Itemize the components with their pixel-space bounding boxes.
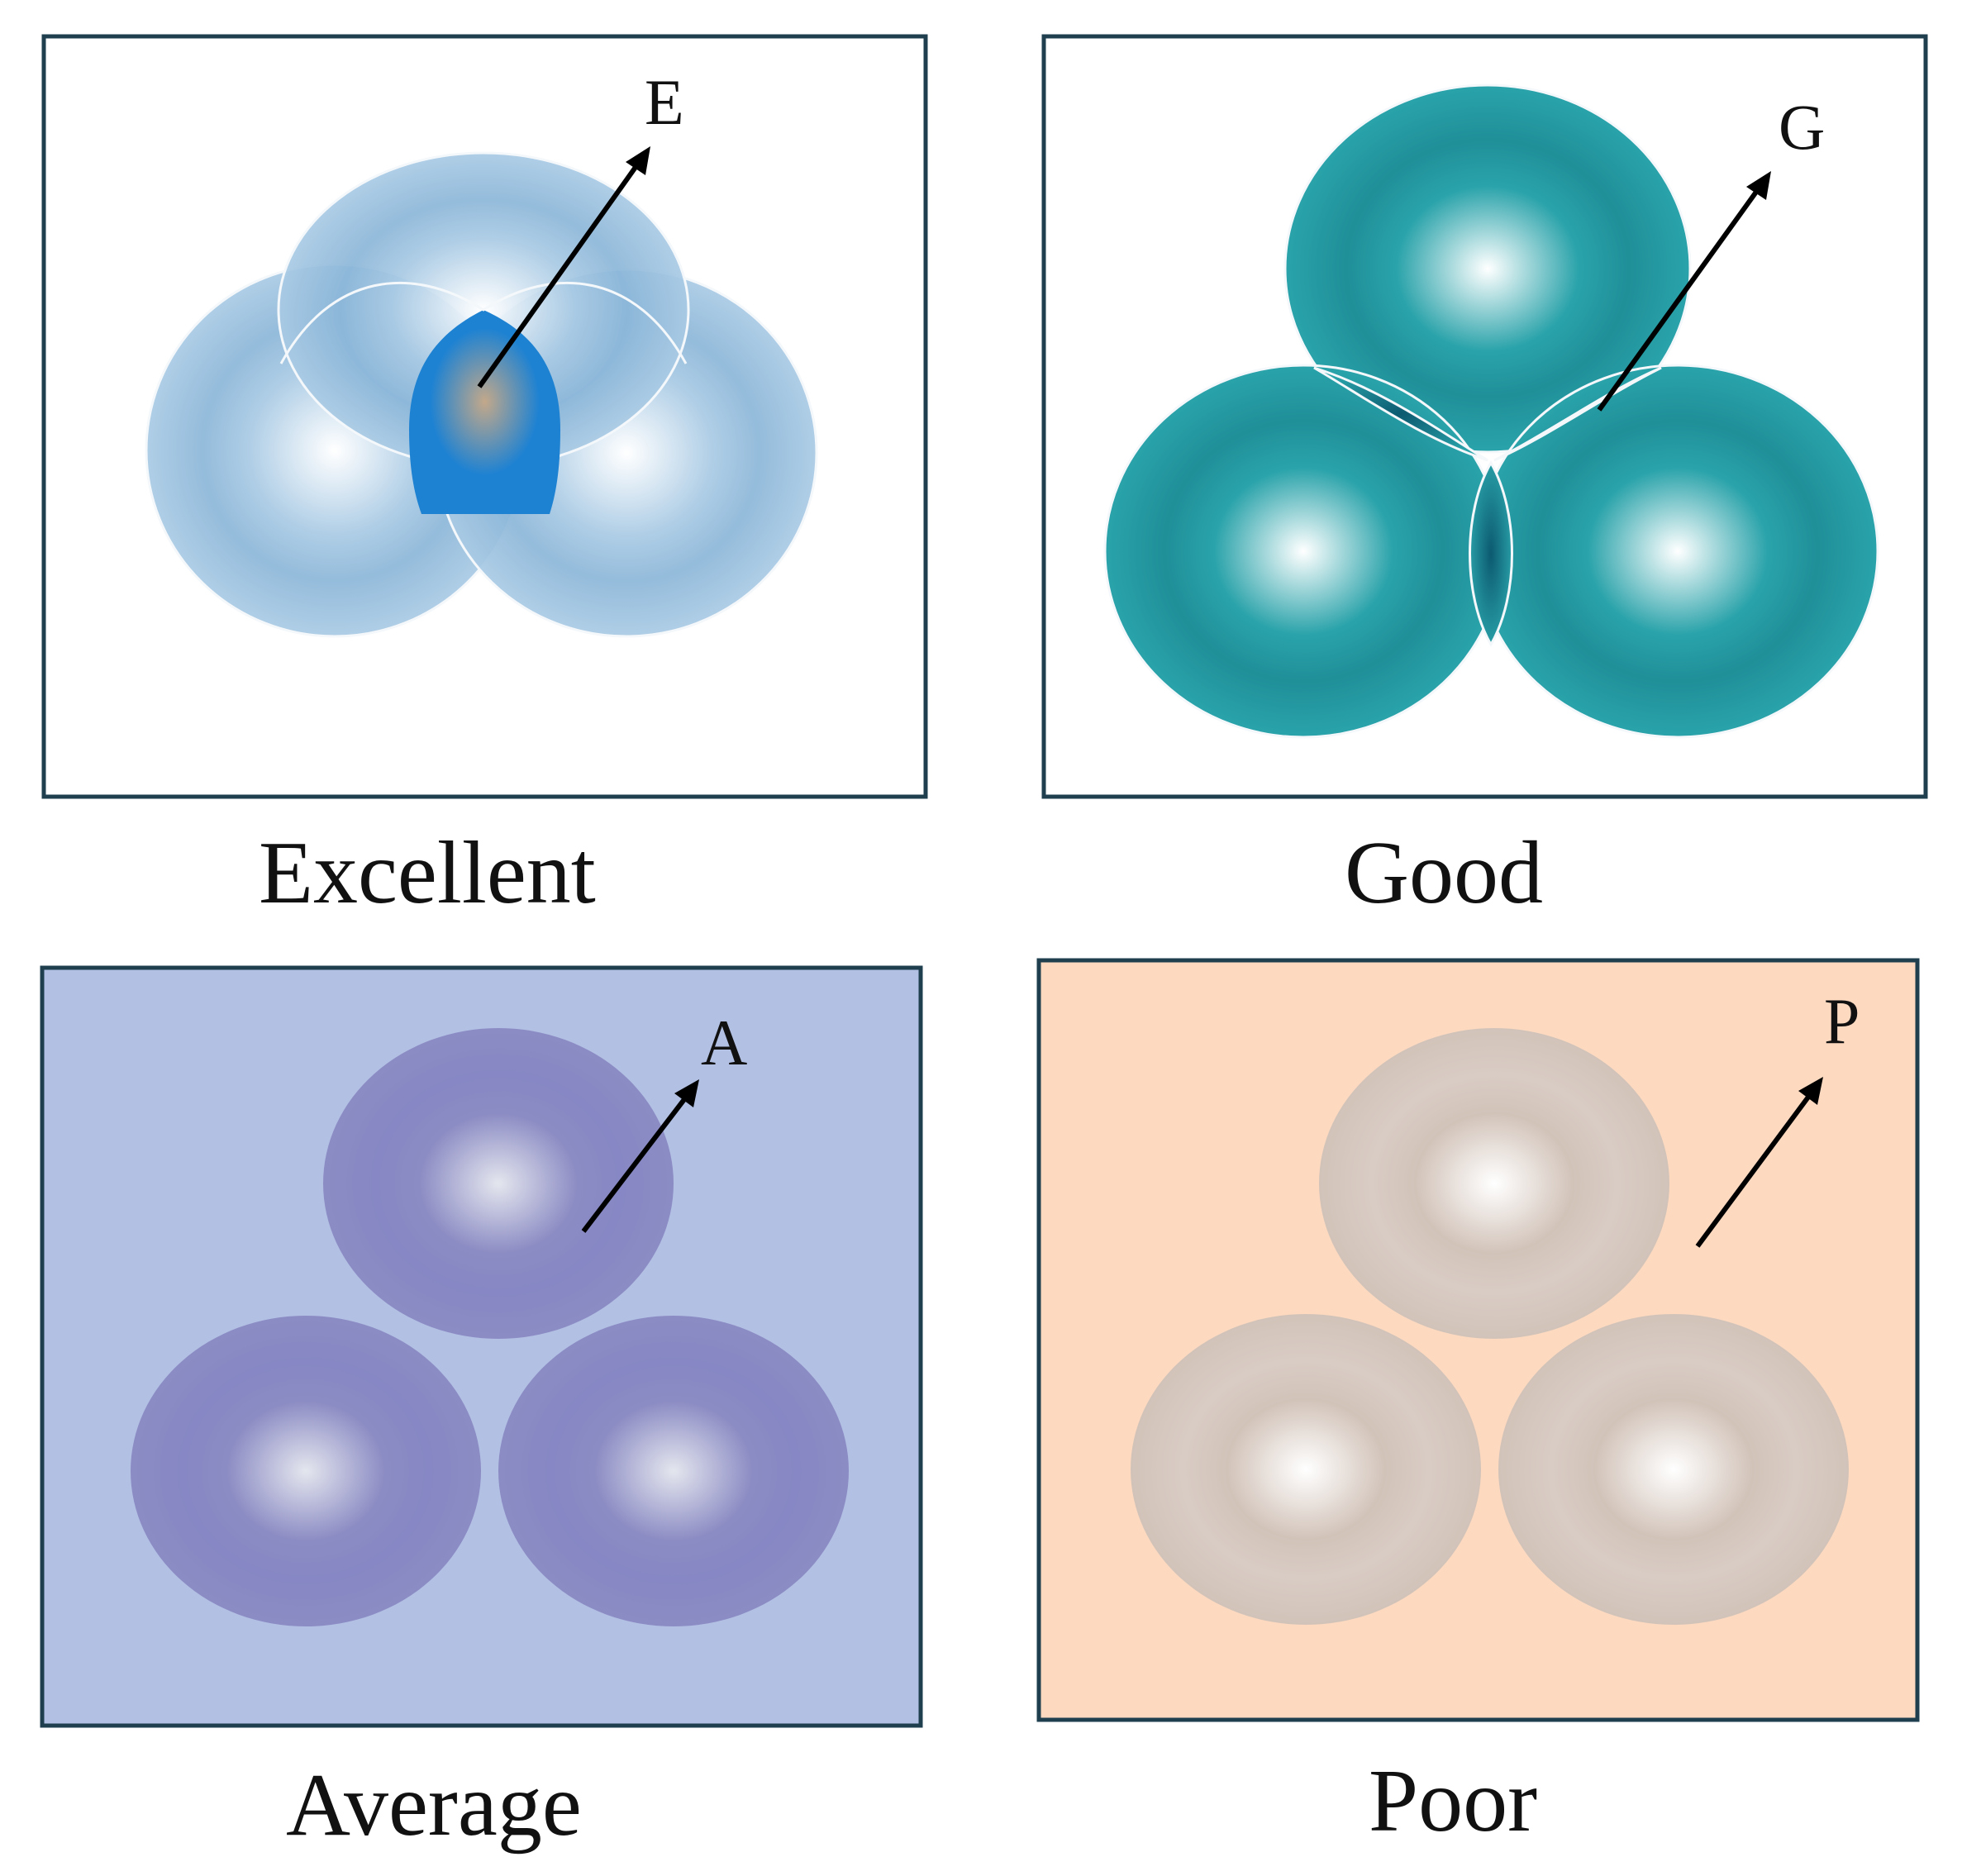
sphere-left-poor xyxy=(1131,1314,1481,1625)
sphere-top-average xyxy=(323,1028,674,1339)
caption-average: Average xyxy=(286,1756,582,1855)
marker-label-poor: P xyxy=(1824,985,1860,1057)
sphere-left-average xyxy=(131,1316,481,1626)
neck-right-good xyxy=(1493,366,1662,462)
marker-label-excellent: E xyxy=(645,66,684,138)
sphere-top-good xyxy=(1283,83,1692,454)
sphere-left-good xyxy=(1103,364,1503,739)
sphere-top-poor xyxy=(1319,1028,1669,1339)
marker-label-good: G xyxy=(1779,91,1825,163)
caption-good: Good xyxy=(1345,824,1543,922)
sphere-right-good xyxy=(1476,364,1879,739)
overlap-lens-excellent xyxy=(409,310,560,514)
marker-label-average: A xyxy=(701,1007,747,1078)
neck-left-good xyxy=(1313,366,1488,462)
arrow-good xyxy=(1597,171,1771,412)
sphere-drawings xyxy=(131,83,1879,1626)
overlap-outline-excellent xyxy=(279,281,688,364)
arrow-poor xyxy=(1695,1077,1823,1248)
arrow-excellent xyxy=(477,146,650,388)
sphere-right-average xyxy=(498,1316,849,1626)
caption-excellent: Excellent xyxy=(259,824,596,922)
neck-bottom-good xyxy=(1469,459,1513,648)
sphere-right-poor xyxy=(1498,1314,1849,1625)
caption-poor: Poor xyxy=(1369,1752,1537,1850)
arrow-average xyxy=(581,1079,699,1233)
pointer-arrows xyxy=(477,146,1823,1248)
